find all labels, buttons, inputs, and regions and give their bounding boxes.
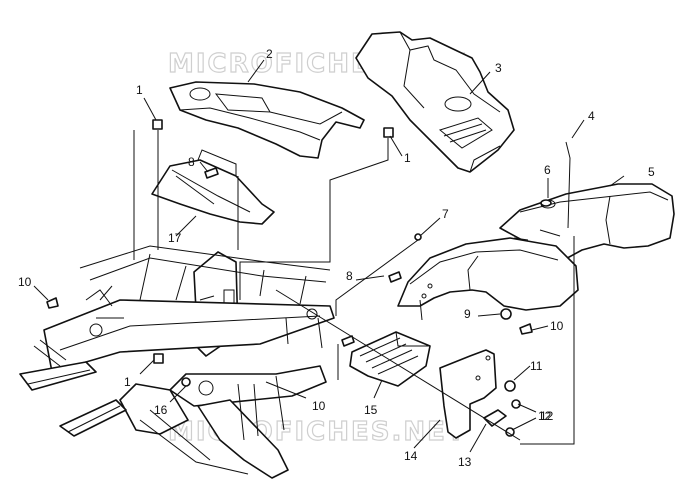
alignment-lines <box>133 130 575 445</box>
callout-12-lower: 12 <box>538 409 552 423</box>
callout-8-top: 8 <box>188 155 195 169</box>
part-17-side-panel <box>151 149 275 225</box>
part-4-rod <box>565 141 571 229</box>
part-6-plug <box>540 199 552 207</box>
callout-10-bottom: 10 <box>312 399 326 413</box>
part-15-bracket <box>349 331 431 387</box>
callout-1-bottom: 1 <box>124 375 131 389</box>
callout-7: 7 <box>442 207 449 221</box>
callout-4: 4 <box>588 109 595 123</box>
part-1-clip-b <box>383 127 394 138</box>
part-13-reflector <box>483 409 507 427</box>
callout-numbers: 1 2 3 4 5 6 7 8 1 17 10 8 9 10 11 12 1 1… <box>18 47 655 469</box>
part-9-washer <box>500 308 512 320</box>
callout-6: 6 <box>544 163 551 177</box>
callout-15: 15 <box>364 403 378 417</box>
callout-9: 9 <box>464 307 471 321</box>
callout-1-right: 1 <box>404 151 411 165</box>
callout-16: 16 <box>154 403 168 417</box>
part-16-bolt <box>181 377 191 387</box>
callout-1-top: 1 <box>136 83 143 97</box>
part-10-bolt-b <box>519 323 533 335</box>
front-fender <box>397 237 579 311</box>
part-8-screw-a <box>204 167 219 179</box>
main-frame <box>19 245 335 479</box>
callout-10-right: 10 <box>550 319 564 333</box>
part-8-screw-b <box>388 271 402 283</box>
callout-17: 17 <box>168 231 182 245</box>
callout-3: 3 <box>495 61 502 75</box>
part-7-screw <box>414 233 422 241</box>
part-12-nut-b <box>505 427 515 437</box>
part-12-nut-a <box>511 399 521 409</box>
part-10-bolt-a <box>46 297 59 309</box>
callout-12-upper: 12 <box>540 409 554 423</box>
part-2-top-cover <box>169 81 365 159</box>
part-3-front-panel <box>355 31 515 173</box>
callout-13: 13 <box>458 455 472 469</box>
callout-2: 2 <box>266 47 273 61</box>
callout-8-mid: 8 <box>346 269 353 283</box>
callout-11: 11 <box>530 359 543 373</box>
callout-5: 5 <box>648 165 655 179</box>
callout-14: 14 <box>404 449 418 463</box>
part-1-clip-c <box>153 353 164 364</box>
leader-lines <box>33 59 625 453</box>
part-1-clip-a <box>152 119 163 130</box>
part-14-plate-bracket <box>439 349 497 439</box>
callout-10-left: 10 <box>18 275 32 289</box>
part-11-washer <box>504 380 516 392</box>
part-8-screw-c <box>341 335 355 347</box>
